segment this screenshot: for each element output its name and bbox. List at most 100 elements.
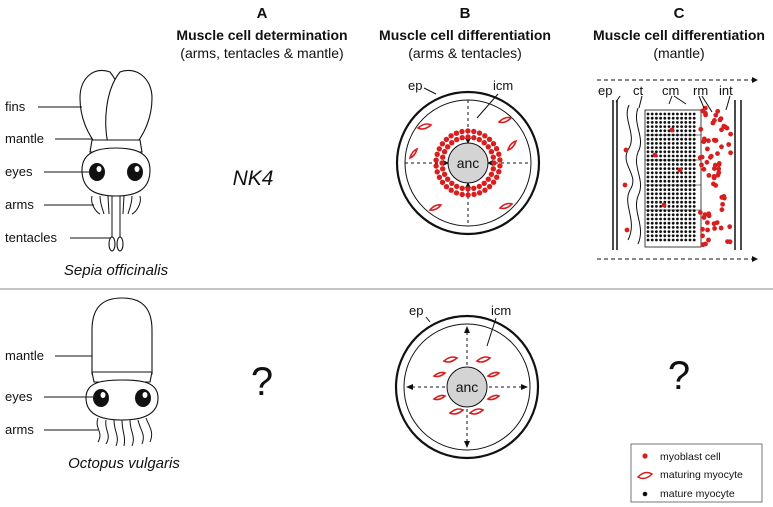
mature-myocyte-dot bbox=[663, 129, 667, 133]
mature-myocyte-dot bbox=[684, 121, 688, 124]
mature-myocyte-dot bbox=[646, 196, 650, 200]
mature-myocyte-dot bbox=[680, 200, 683, 204]
mature-myocyte-dot bbox=[684, 137, 688, 141]
legend-label-maturing: maturing myocyte bbox=[660, 469, 743, 481]
mature-myocyte-dot bbox=[667, 125, 671, 128]
myoblast-dot bbox=[652, 152, 658, 158]
legend: myoblast cell maturing myocyte mature my… bbox=[630, 443, 763, 503]
myoblast-dot bbox=[728, 150, 733, 156]
mature-myocyte-dot bbox=[671, 192, 675, 196]
mature-myocyte-dot bbox=[680, 150, 683, 154]
myoblast-dot bbox=[700, 233, 705, 239]
myoblast-dot bbox=[496, 151, 502, 157]
myoblast-dot bbox=[485, 144, 491, 150]
column-title-a: Muscle cell determination bbox=[176, 27, 347, 43]
mature-myocyte-dot bbox=[650, 234, 654, 238]
mature-myocyte-dot bbox=[676, 116, 679, 120]
myoblast-dot-icon bbox=[642, 453, 648, 459]
myoblast-dot bbox=[485, 176, 491, 182]
mature-myocyte-dot bbox=[671, 150, 675, 154]
mature-myocyte-dot bbox=[680, 196, 683, 200]
mature-myocyte-dot bbox=[655, 133, 658, 137]
label-tentacles: tentacles bbox=[5, 230, 58, 245]
myoblast-dot bbox=[459, 135, 465, 141]
mature-myocyte-dot bbox=[646, 112, 650, 116]
myoblast-dot bbox=[439, 179, 446, 185]
mature-myocyte-dot bbox=[655, 217, 658, 221]
mature-myocyte-dot bbox=[676, 213, 679, 217]
mature-myocyte-dot bbox=[650, 150, 654, 154]
myoblast-dot bbox=[704, 159, 710, 165]
mature-myocyte-dot bbox=[646, 179, 650, 183]
column-letter-b: B bbox=[460, 5, 471, 22]
myoblast-dot bbox=[721, 194, 727, 199]
column-header-c: C Muscle cell differentiation (mantle) bbox=[593, 5, 765, 61]
mature-myocyte-dot bbox=[671, 209, 675, 213]
mature-myocyte-dot bbox=[663, 234, 667, 238]
myoblast-dot bbox=[727, 224, 733, 230]
sepia-illustration bbox=[79, 70, 153, 252]
mature-myocyte-dot bbox=[688, 226, 692, 229]
mature-myocyte-dot bbox=[655, 213, 658, 217]
mature-myocyte-dot bbox=[684, 184, 688, 187]
mature-myocyte-dot bbox=[650, 179, 654, 183]
mature-myocyte-dot bbox=[684, 142, 688, 145]
mature-myocyte-dot bbox=[655, 200, 658, 204]
mature-myocyte-dot bbox=[659, 213, 662, 217]
mature-myocyte-dot bbox=[684, 175, 688, 179]
mature-myocyte-dot bbox=[680, 112, 683, 116]
mature-myocyte-dot bbox=[650, 209, 654, 213]
mature-myocyte-dot bbox=[655, 116, 658, 120]
mature-myocyte-dot bbox=[650, 125, 654, 128]
label-arms: arms bbox=[5, 197, 34, 212]
mature-myocyte-dot bbox=[650, 163, 654, 166]
myoblast-dot bbox=[465, 186, 471, 192]
sepia-eye-left-icon bbox=[89, 163, 105, 181]
myoblast-dot bbox=[482, 187, 488, 193]
mature-myocyte-dot bbox=[688, 179, 692, 183]
mature-myocyte-dot bbox=[688, 184, 692, 187]
mature-myocyte-dot bbox=[684, 205, 688, 208]
mature-myocyte-dot bbox=[659, 125, 662, 128]
myoblast-dot bbox=[719, 144, 724, 150]
myoblast-dot bbox=[486, 136, 493, 142]
mature-myocyte-dot bbox=[655, 167, 658, 171]
mature-myocyte-dot bbox=[650, 116, 654, 120]
mature-myocyte-dot bbox=[692, 112, 696, 116]
mature-myocyte-dot bbox=[680, 209, 683, 213]
mature-myocyte-dot bbox=[671, 179, 675, 183]
mature-myocyte-dot bbox=[655, 121, 658, 124]
mature-myocyte-dot bbox=[688, 137, 692, 141]
mature-myocyte-dot bbox=[671, 200, 675, 204]
mature-myocyte-dot bbox=[680, 154, 683, 158]
mature-myocyte-dot bbox=[655, 129, 658, 133]
sepia-eye-right-icon bbox=[127, 163, 143, 181]
mature-myocyte-dot bbox=[676, 150, 679, 154]
mature-myocyte-dot bbox=[667, 196, 671, 200]
myoblast-dot bbox=[488, 171, 495, 177]
mature-myocyte-dot bbox=[667, 209, 671, 213]
mature-myocyte-dot bbox=[692, 158, 696, 162]
mature-myocyte-dot bbox=[671, 171, 675, 175]
gene-label-nk4: NK4 bbox=[233, 167, 274, 190]
mature-myocyte-dot bbox=[650, 133, 654, 137]
mature-myocyte-dot bbox=[650, 146, 654, 150]
mature-myocyte-dot bbox=[684, 238, 688, 242]
mature-myocyte-dot bbox=[692, 137, 696, 141]
myoblast-dot bbox=[716, 161, 722, 166]
mature-myocyte-dot bbox=[663, 238, 667, 242]
mature-myocyte-dot bbox=[659, 184, 662, 187]
mature-myocyte-dot bbox=[688, 209, 692, 213]
myoblast-dot bbox=[476, 136, 482, 143]
mature-myocyte-dot bbox=[659, 171, 662, 175]
mature-myocyte-dot bbox=[676, 142, 679, 145]
myoblast-dot bbox=[697, 210, 703, 215]
axial-nerve-cord bbox=[447, 142, 489, 184]
mature-myocyte-dot bbox=[688, 146, 692, 150]
myoblast-dot bbox=[706, 173, 712, 178]
mature-myocyte-dot bbox=[684, 133, 688, 137]
mature-myocyte-dot bbox=[671, 205, 675, 208]
myoblast-dot bbox=[717, 117, 723, 123]
myoblast-dot bbox=[465, 192, 471, 198]
octopus-labels: mantle eyes arms bbox=[5, 348, 98, 437]
